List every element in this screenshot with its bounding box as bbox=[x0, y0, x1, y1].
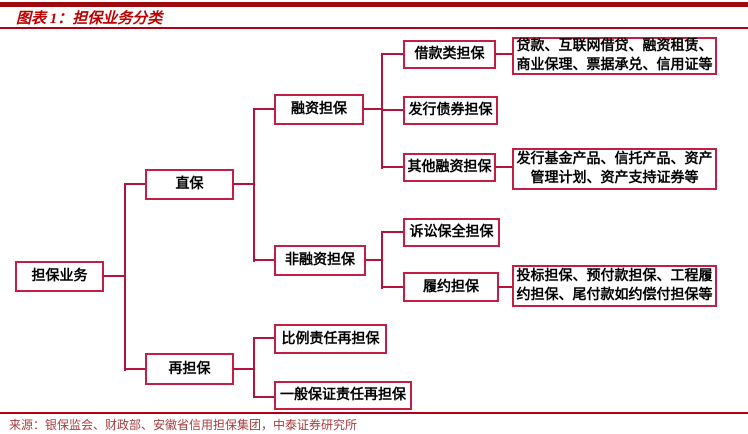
node-label: 再担保 bbox=[168, 360, 211, 377]
node-label: 比例责任再担保 bbox=[281, 330, 380, 347]
connector-line bbox=[253, 108, 274, 110]
detail-other-financing-types: 发行基金产品、信托产品、资产管理计划、资产支持证券等 bbox=[512, 148, 717, 190]
node-label: 直保 bbox=[175, 176, 204, 192]
source-text: 来源：银保监会、财政部、安徽省信用担保集团，中泰证券研究所 bbox=[9, 418, 358, 432]
node-label: 发行基金产品、信托产品、资产管理计划、资产支持证券等 bbox=[516, 151, 713, 186]
node-loan-type-guarantee: 借款类担保 bbox=[403, 40, 496, 69]
connector-line bbox=[381, 231, 403, 233]
node-other-financing-guarantee: 其他融资担保 bbox=[403, 153, 496, 182]
node-label: 融资担保 bbox=[291, 101, 347, 117]
connector-line bbox=[253, 337, 255, 398]
detail-loan-guarantee-types: 贷款、互联网借贷、融资租赁、商业保理、票据承兑、信用证等 bbox=[512, 37, 717, 75]
node-non-financing-guarantee: 非融资担保 bbox=[274, 245, 366, 276]
bottom-rule bbox=[0, 412, 748, 414]
node-label: 一般保证责任再担保 bbox=[280, 387, 406, 403]
node-bond-issuance-guarantee: 发行债券担保 bbox=[403, 96, 498, 125]
connector-line bbox=[103, 275, 125, 277]
title-underline-rule bbox=[0, 27, 748, 29]
node-label: 发行债券担保 bbox=[408, 102, 493, 118]
connector-line bbox=[381, 231, 383, 289]
node-guarantee-business: 担保业务 bbox=[15, 261, 104, 292]
connector-line bbox=[124, 183, 126, 371]
node-label: 投标担保、预付款担保、工程履约担保、尾付款如约偿付担保等 bbox=[516, 268, 713, 303]
connector-line bbox=[253, 259, 274, 261]
connector-line bbox=[365, 259, 382, 261]
node-litigation-preservation-guarantee: 诉讼保全担保 bbox=[403, 218, 500, 247]
connector-line bbox=[124, 183, 145, 185]
top-rule bbox=[0, 2, 748, 7]
node-financing-guarantee: 融资担保 bbox=[274, 94, 364, 125]
connector-line bbox=[233, 368, 254, 370]
node-label: 履约担保 bbox=[423, 278, 479, 295]
node-label: 贷款、互联网借贷、融资租赁、商业保理、票据承兑、信用证等 bbox=[516, 38, 713, 73]
node-general-liability-re-guarantee: 一般保证责任再担保 bbox=[274, 381, 412, 410]
node-label: 其他融资担保 bbox=[407, 159, 492, 175]
connector-line bbox=[124, 368, 145, 370]
node-label: 担保业务 bbox=[31, 268, 88, 284]
node-direct-guarantee: 直保 bbox=[145, 169, 234, 200]
node-re-guarantee: 再担保 bbox=[145, 353, 234, 385]
connector-line bbox=[233, 183, 254, 185]
connector-line bbox=[381, 53, 403, 55]
connector-line bbox=[381, 53, 383, 169]
connector-line bbox=[495, 166, 512, 168]
node-label: 借款类担保 bbox=[414, 46, 485, 62]
connector-line bbox=[363, 108, 382, 110]
detail-performance-types: 投标担保、预付款担保、工程履约担保、尾付款如约偿付担保等 bbox=[512, 265, 717, 307]
connector-line bbox=[253, 108, 255, 262]
connector-line bbox=[253, 396, 274, 398]
connector-line bbox=[381, 109, 403, 111]
connector-line bbox=[253, 337, 274, 339]
figure-title: 图表 1：担保业务分类 bbox=[16, 11, 163, 27]
node-label: 非融资担保 bbox=[285, 252, 355, 268]
node-label: 诉讼保全担保 bbox=[409, 224, 494, 240]
node-performance-guarantee: 履约担保 bbox=[403, 272, 499, 302]
connector-line bbox=[495, 53, 512, 55]
node-proportional-liability-re-guarantee: 比例责任再担保 bbox=[274, 324, 387, 354]
connector-line bbox=[498, 286, 512, 288]
connector-line bbox=[381, 166, 403, 168]
connector-line bbox=[381, 286, 403, 288]
